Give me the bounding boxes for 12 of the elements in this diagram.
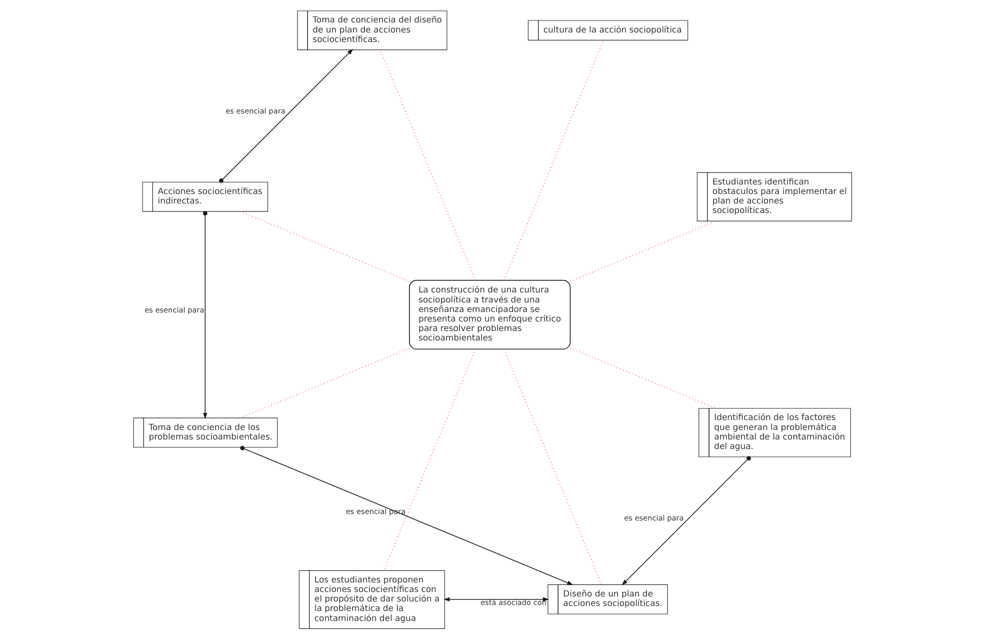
connector [570,348,716,409]
node-box: La construcción de una cultura sociopolítica a través de una enseñanza emancipadora se presenta como un enfoque crítico para resolver problemas socioambientales [408,280,570,350]
connector [379,49,476,280]
connector [382,348,476,570]
connector [570,220,716,282]
arrow [443,597,549,602]
connector [503,348,602,585]
arrow [202,211,207,420]
arrow [218,48,353,183]
connector [503,40,604,280]
arrow [621,456,750,586]
arrow [240,446,573,586]
